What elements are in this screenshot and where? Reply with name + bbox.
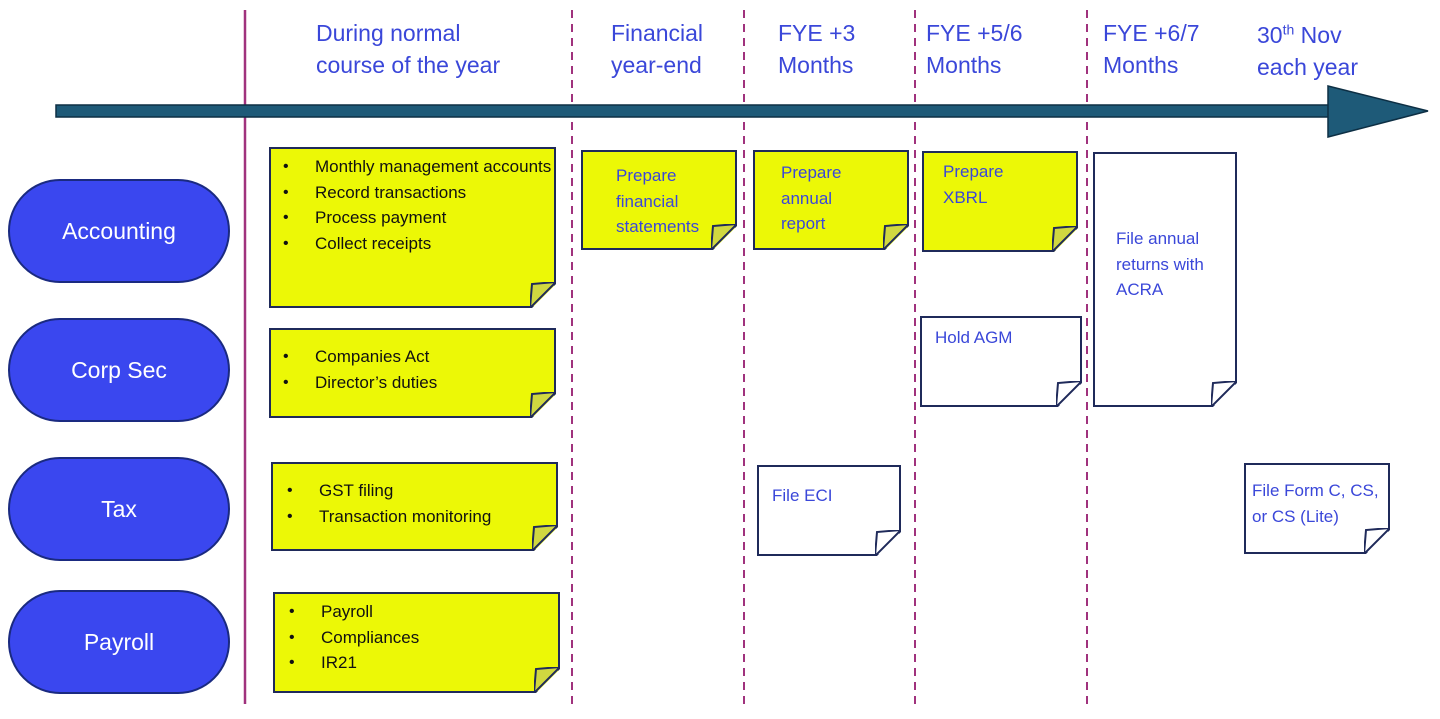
note-tax-normal: GST filing Transaction monitoring — [271, 462, 558, 551]
column-header-normal-course: During normal course of the year — [316, 20, 501, 78]
page-fold-icon — [1056, 381, 1082, 407]
list-item: Process payment — [315, 205, 554, 231]
column-header-fye-3: FYE +3 Months — [778, 20, 856, 78]
note-tax-normal-list: GST filing Transaction monitoring — [273, 478, 556, 529]
list-item: GST filing — [319, 478, 556, 504]
column-header-nov-30: 30th Nov each year — [1257, 21, 1359, 80]
note-corpsec-normal-list: Companies Act Director’s duties — [271, 344, 554, 395]
note-text: Prepare XBRL — [943, 162, 1004, 207]
note-text: Hold AGM — [935, 328, 1013, 347]
timeline-arrow — [55, 85, 1429, 138]
row-label-payroll: Payroll — [8, 590, 230, 694]
note-text: Prepare financial statements — [616, 166, 700, 236]
list-item: IR21 — [321, 650, 558, 676]
note-text: File ECI — [772, 486, 833, 505]
note-payroll-normal: Payroll Compliances IR21 — [273, 592, 560, 693]
page-fold-icon — [1052, 226, 1078, 252]
page-fold-icon — [1364, 528, 1390, 554]
row-label-tax: Tax — [8, 457, 230, 561]
note-file-form-c: File Form C, CS, or CS (Lite) — [1244, 463, 1390, 554]
note-accounting-normal: Monthly management accounts Record trans… — [269, 147, 556, 308]
note-corpsec-normal: Companies Act Director’s duties — [269, 328, 556, 418]
note-payroll-normal-list: Payroll Compliances IR21 — [275, 599, 558, 676]
page-fold-icon — [534, 667, 560, 693]
page-fold-icon — [532, 525, 558, 551]
list-item: Companies Act — [315, 344, 554, 370]
row-label-corp-sec: Corp Sec — [8, 318, 230, 422]
note-prepare-xbrl: Prepare XBRL — [922, 151, 1078, 252]
list-item: Compliances — [321, 625, 558, 651]
note-hold-agm: Hold AGM — [920, 316, 1082, 407]
page-fold-icon — [883, 224, 909, 250]
page-fold-icon — [1211, 381, 1237, 407]
note-file-annual-returns: File annual returns with ACRA — [1093, 152, 1237, 407]
note-file-eci: File ECI — [757, 465, 901, 556]
column-header-financial-year-end: Financial year-end — [611, 20, 704, 78]
list-item: Payroll — [321, 599, 558, 625]
list-item: Record transactions — [315, 180, 554, 206]
page-fold-icon — [530, 282, 556, 308]
note-accounting-normal-list: Monthly management accounts Record trans… — [271, 154, 554, 256]
list-item: Monthly management accounts — [315, 154, 554, 180]
note-text: Prepare annual report — [781, 163, 842, 233]
note-text: File annual returns with ACRA — [1116, 229, 1204, 299]
note-prepare-annual-report: Prepare annual report — [753, 150, 909, 250]
row-label-accounting: Accounting — [8, 179, 230, 283]
list-item: Transaction monitoring — [319, 504, 556, 530]
page-fold-icon — [875, 530, 901, 556]
list-item: Collect receipts — [315, 231, 554, 257]
column-header-fye-6-7: FYE +6/7 Months — [1103, 20, 1200, 78]
list-item: Director’s duties — [315, 370, 554, 396]
note-text: File Form C, CS, or CS (Lite) — [1252, 481, 1379, 526]
note-prepare-financial-statements: Prepare financial statements — [581, 150, 737, 250]
column-header-fye-5-6: FYE +5/6 Months — [926, 20, 1023, 78]
page-fold-icon — [530, 392, 556, 418]
page-fold-icon — [711, 224, 737, 250]
